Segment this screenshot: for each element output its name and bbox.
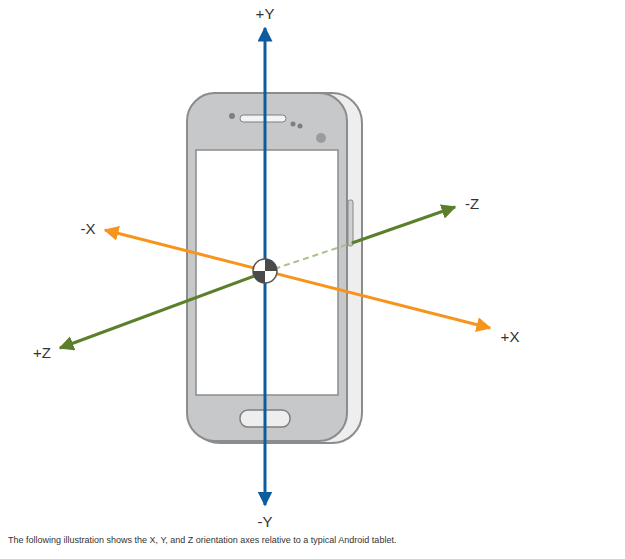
x-axis bbox=[105, 230, 490, 328]
z-axis-negative bbox=[352, 207, 455, 243]
phone-front bbox=[187, 93, 347, 441]
axis-label: +Z bbox=[33, 345, 51, 360]
axis-label: -X bbox=[81, 221, 96, 236]
sensor-dot bbox=[229, 113, 235, 119]
side-button bbox=[348, 200, 353, 246]
speaker-slot bbox=[240, 115, 286, 122]
figure-caption: The following illustration shows the X, … bbox=[8, 535, 608, 546]
sensor-dot bbox=[298, 124, 303, 129]
origin-sector bbox=[265, 259, 277, 271]
axis-label: -Y bbox=[258, 514, 273, 529]
camera-lens bbox=[316, 133, 326, 143]
origin-sector bbox=[253, 271, 265, 283]
origin-symbol bbox=[253, 259, 277, 283]
z-axis-hidden bbox=[265, 243, 352, 272]
axis-label: -Z bbox=[465, 196, 479, 211]
z-axis-positive bbox=[60, 272, 265, 348]
sensor-dot bbox=[291, 122, 296, 127]
phone-screen bbox=[196, 150, 338, 395]
axis-label: +X bbox=[501, 329, 520, 344]
axis-label: +Y bbox=[256, 6, 275, 21]
